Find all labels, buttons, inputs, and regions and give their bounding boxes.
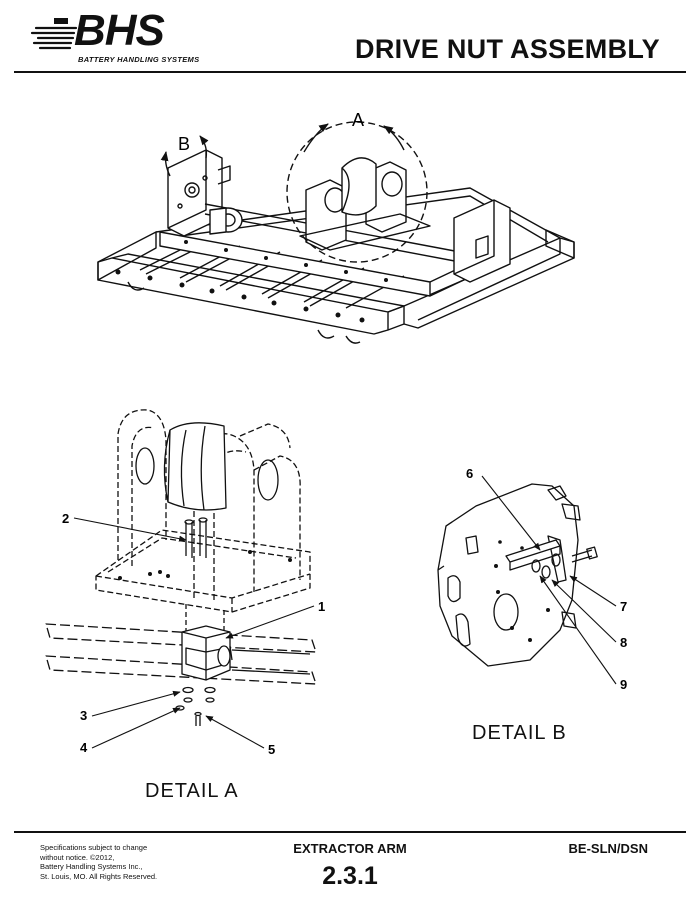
callout-6: 6 [466, 466, 473, 481]
header-divider [14, 71, 686, 73]
copyright-disclaimer: Specifications subject to change without… [40, 843, 170, 881]
logo-tagline: BATTERY HANDLING SYSTEMS [78, 55, 200, 64]
footer-divider [14, 831, 686, 833]
view-label-a: A [352, 110, 364, 130]
disclaimer-line: without notice. ©2012, [40, 852, 115, 862]
detail-b-leaders [481, 475, 617, 685]
callout-2: 2 [62, 511, 69, 526]
callout-5: 5 [268, 742, 275, 757]
detail-a-leaders [73, 517, 315, 749]
callout-1: 1 [318, 599, 325, 614]
section-name: EXTRACTOR ARM [293, 841, 407, 856]
bhs-logo: BHS BATTERY HANDLING SYSTEMS [30, 6, 210, 70]
page-title: DRIVE NUT ASSEMBLY [355, 34, 660, 64]
disclaimer-line: St. Louis, MO. All Rights Reserved. [40, 871, 158, 881]
detail-b-drawing [437, 483, 598, 667]
callout-4: 4 [80, 740, 88, 755]
detail-b-rotation-arrows [160, 135, 209, 177]
detail-b-label: DETAIL B [472, 722, 567, 744]
view-label-b: B [178, 134, 190, 154]
callout-8: 8 [620, 635, 627, 650]
main-frame-isometric [97, 149, 575, 344]
detail-a-label: DETAIL A [145, 780, 239, 802]
footer-section-block: EXTRACTOR ARM 2.3.1 [250, 841, 450, 891]
callout-9: 9 [620, 677, 627, 692]
logo-wordmark: BHS [74, 6, 165, 55]
disclaimer-line: Battery Handling Systems Inc., [40, 862, 143, 871]
model-code: BE-SLN/DSN [568, 841, 648, 856]
logo-speed-lines-icon [30, 18, 78, 50]
callout-3: 3 [80, 708, 87, 723]
page-number: 2.3.1 [322, 862, 378, 890]
detail-a-drawing [45, 409, 317, 726]
callout-7: 7 [620, 599, 627, 614]
disclaimer-line: Specifications subject to change [40, 843, 148, 852]
detail-a-callout-circle [286, 121, 428, 263]
